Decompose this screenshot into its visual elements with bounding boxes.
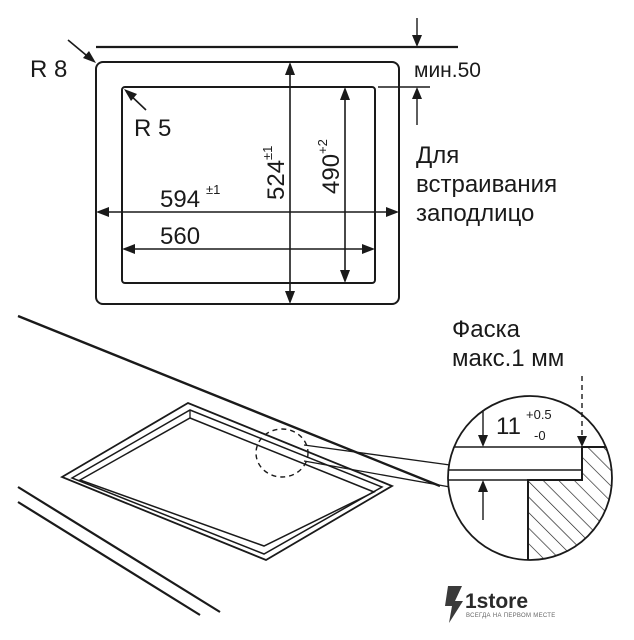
outer-height-tolerance: ±1 [260, 146, 275, 160]
inner-width-label: 560 [160, 223, 200, 250]
bolt-icon [445, 586, 463, 623]
worktop-front-edge-bottom [17, 501, 201, 616]
cutout-rebate-outer [59, 401, 395, 562]
watermark-brand: 1store [465, 590, 528, 613]
detail-view: 11 +0.5 -0 Фаска макс.1 мм [447, 316, 613, 561]
chamfer-note-line-2: макс.1 мм [452, 345, 564, 372]
inner-height-label: 490 [318, 154, 345, 194]
watermark-tagline: ВСЕГДА НА ПЕРВОМ МЕСТЕ [466, 613, 556, 619]
outer-height-label: 524 [263, 160, 290, 200]
flush-note-line-2: встраивания [416, 171, 557, 198]
flush-note-line-3: заподлицо [416, 200, 534, 227]
inner-radius-label: R 5 [134, 115, 171, 142]
cutout-opening [78, 417, 376, 547]
min-gap-label: мин.50 [414, 59, 481, 82]
worktop-back-edge [17, 314, 441, 488]
outer-radius-label: R 8 [30, 56, 67, 83]
depth-tolerance-plus: +0.5 [526, 407, 552, 422]
depth-tolerance-minus: -0 [534, 428, 546, 443]
inner-cutout-outline [121, 86, 376, 284]
outer-width-tolerance: ±1 [206, 182, 220, 197]
chamfer-note-line-1: Фаска [452, 316, 521, 343]
watermark-logo: 1store ВСЕГДА НА ПЕРВОМ МЕСТЕ [445, 586, 556, 623]
perspective-view [17, 314, 451, 616]
depth-label: 11 [496, 413, 521, 440]
top-view: мин.50 R 8 R 5 594 ±1 560 524 ±1 [30, 18, 557, 305]
flush-note-line-1: Для [416, 142, 459, 169]
detail-circle-frame [447, 395, 613, 561]
outer-width-label: 594 [160, 186, 200, 213]
inner-height-tolerance: +2 [315, 139, 330, 154]
detail-marker-circle [255, 428, 309, 478]
worktop-front-edge-top [17, 486, 221, 613]
outer-cutout-outline [95, 61, 400, 305]
cutout-rebate-inner [70, 409, 384, 555]
